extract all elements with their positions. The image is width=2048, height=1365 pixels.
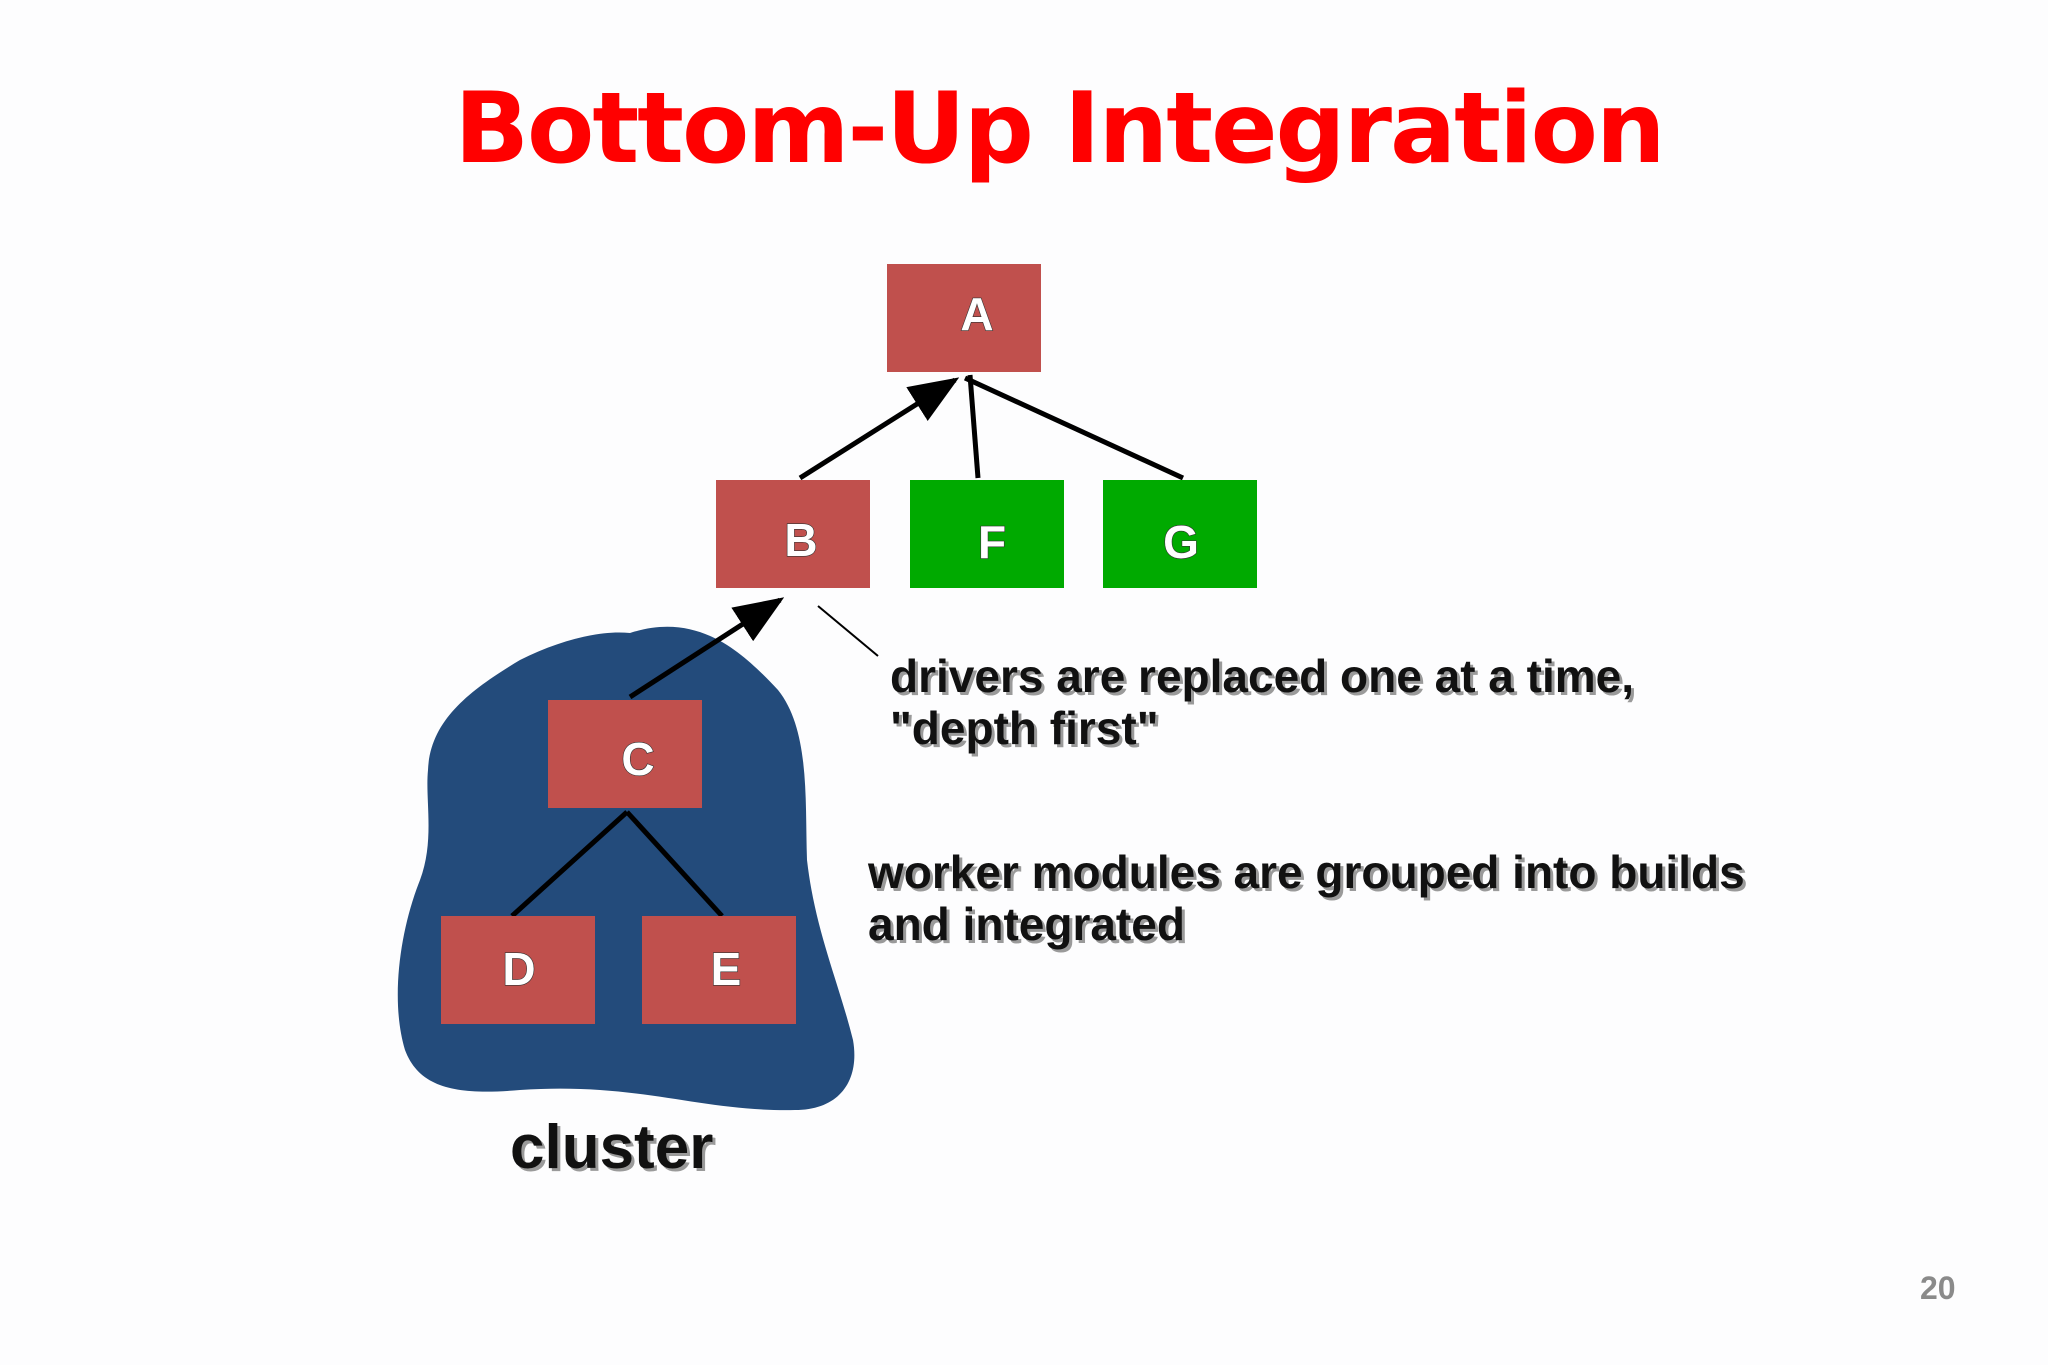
module-e-box — [642, 916, 796, 1024]
module-c-box — [548, 700, 702, 808]
cluster-blob — [397, 626, 855, 1111]
edge-c-b — [628, 597, 785, 700]
edge-d-c — [510, 810, 629, 918]
module-d-label: D — [502, 943, 535, 995]
module-c-label: C — [621, 733, 654, 785]
slide-title: Bottom-Up Integration — [454, 72, 1665, 186]
module-a-box — [887, 264, 1041, 372]
edge-e-c — [625, 810, 724, 918]
module-d-box — [441, 916, 595, 1024]
module-a-label: A — [960, 288, 993, 340]
module-b-box — [716, 480, 870, 588]
cluster-label: cluster — [510, 1113, 714, 1182]
drivers-note: drivers are replaced one at a time, "dep… — [890, 650, 1635, 754]
module-g-box — [1103, 480, 1257, 588]
edge-f-a — [967, 374, 981, 479]
page-number: 20 — [1920, 1270, 1956, 1306]
module-g-label: G — [1163, 516, 1199, 568]
module-f-box — [910, 480, 1064, 588]
callout-line — [817, 605, 879, 657]
module-b-label: B — [784, 514, 817, 566]
module-e-label: E — [711, 943, 742, 995]
edge-g-a — [963, 375, 1185, 481]
workers-note: worker modules are grouped into builds a… — [868, 846, 1745, 950]
edge-b-a — [798, 377, 960, 481]
module-f-label: F — [978, 516, 1006, 568]
